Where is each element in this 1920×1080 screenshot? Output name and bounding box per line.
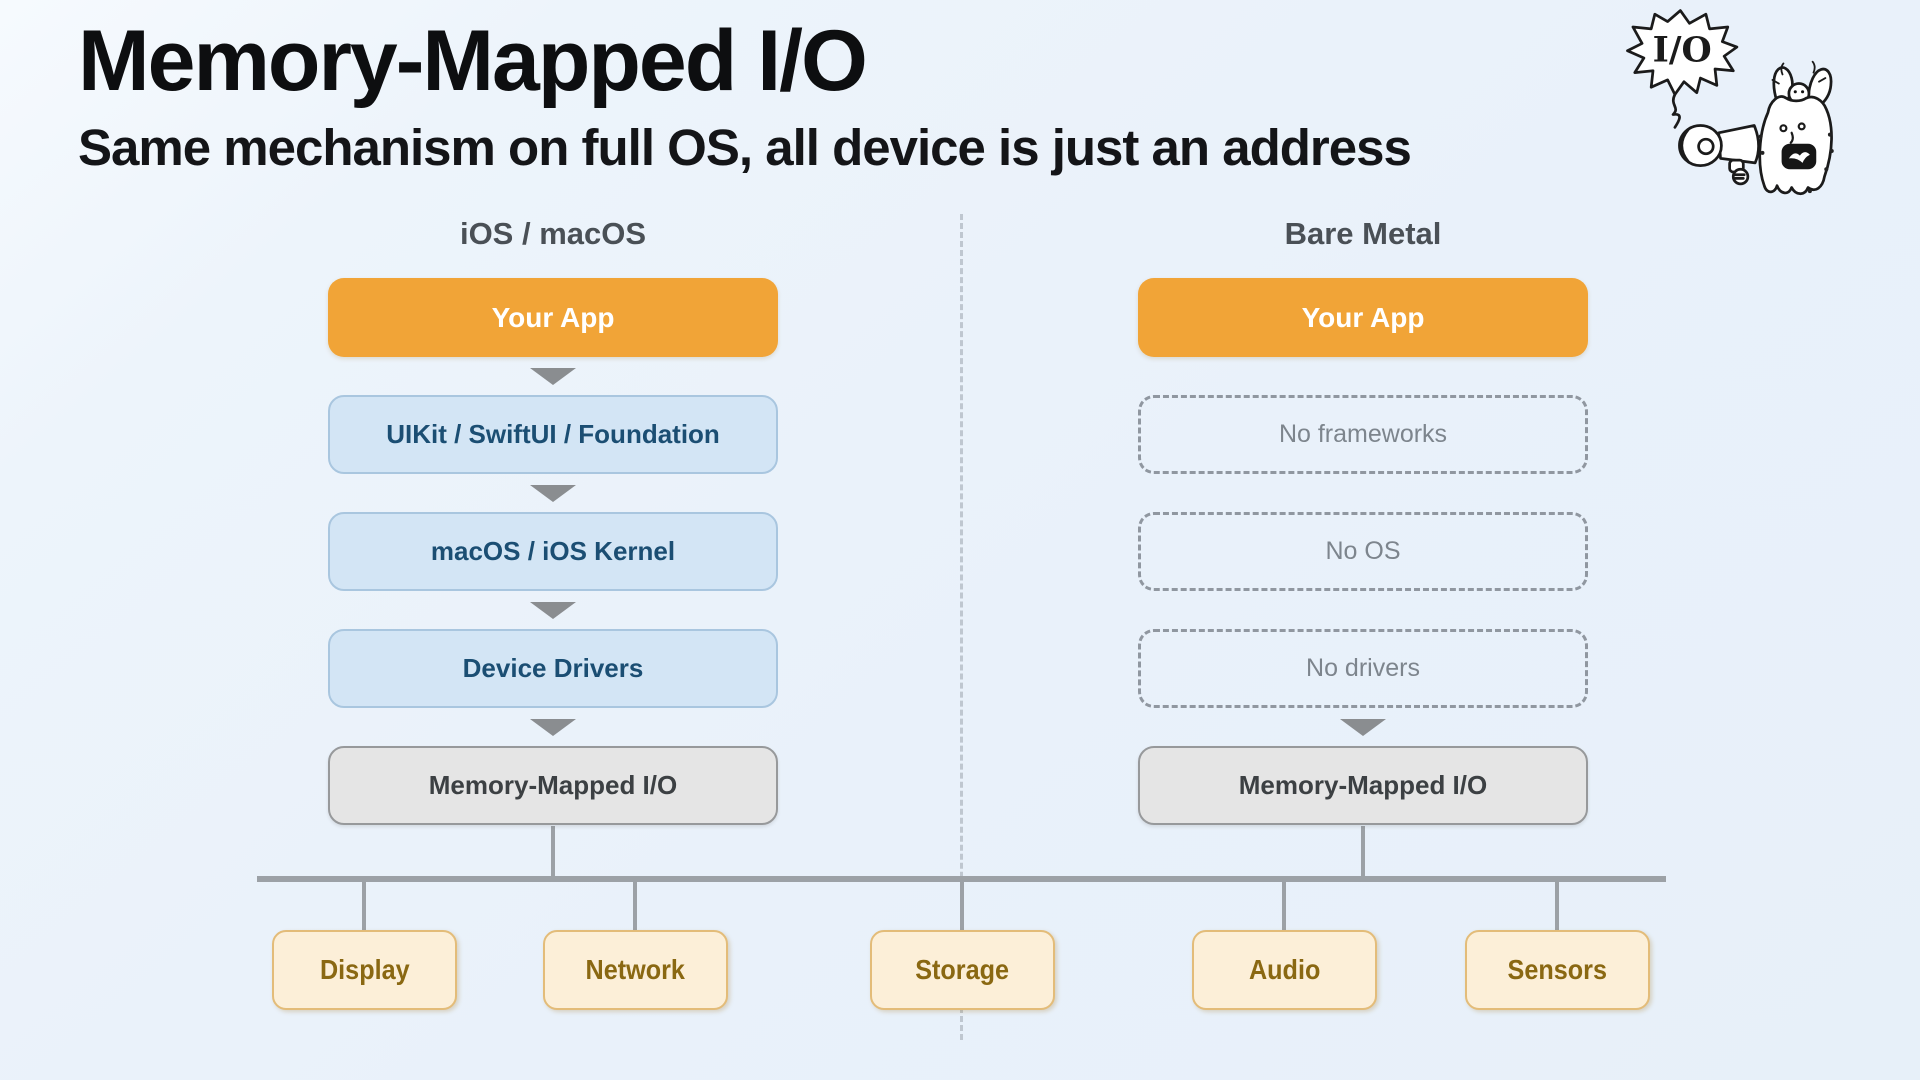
device-box-network: Network bbox=[543, 930, 728, 1010]
box-mmio-right: Memory-Mapped I/O bbox=[1138, 746, 1588, 825]
box-mmio-left: Memory-Mapped I/O bbox=[328, 746, 778, 825]
box-no-os: No OS bbox=[1138, 512, 1588, 591]
page-title: Memory-Mapped I/O bbox=[78, 13, 868, 109]
connector-stem-sensors bbox=[1555, 882, 1559, 932]
box-your-app-right: Your App bbox=[1138, 278, 1588, 357]
connector-stem-left-mmio bbox=[551, 826, 555, 877]
box-frameworks-left: UIKit / SwiftUI / Foundation bbox=[328, 395, 778, 474]
device-box-sensors: Sensors bbox=[1465, 930, 1650, 1010]
connector-stem-display bbox=[362, 882, 366, 932]
connector-stem-network bbox=[633, 882, 637, 932]
down-arrow-icon bbox=[530, 484, 576, 502]
connector-stem-storage bbox=[960, 882, 964, 932]
bus-line bbox=[257, 876, 1666, 882]
box-your-app-left: Your App bbox=[328, 278, 778, 357]
connector-stem-right-mmio bbox=[1361, 826, 1365, 877]
creature bbox=[1758, 60, 1834, 196]
megaphone-icon bbox=[1678, 124, 1760, 186]
column-header-ios-macos: iOS / macOS bbox=[459, 216, 647, 251]
column-divider-line bbox=[960, 214, 963, 1040]
device-box-display: Display bbox=[272, 930, 457, 1010]
bubble-tail bbox=[1671, 93, 1681, 129]
box-no-drivers: No drivers bbox=[1138, 629, 1588, 708]
page-subtitle: Same mechanism on full OS, all device is… bbox=[78, 119, 1412, 176]
speech-bubble bbox=[1626, 9, 1739, 96]
box-drivers-left: Device Drivers bbox=[328, 629, 778, 708]
down-arrow-icon bbox=[530, 367, 576, 385]
column-header-bare-metal: Bare Metal bbox=[1284, 216, 1442, 251]
box-kernel-left: macOS / iOS Kernel bbox=[328, 512, 778, 591]
io-bubble-text: I/O bbox=[1653, 30, 1712, 71]
down-arrow-icon bbox=[530, 601, 576, 619]
stack-bare-metal: Your App No frameworks No OS No drivers … bbox=[1138, 278, 1588, 825]
down-arrow-icon bbox=[530, 718, 576, 736]
device-box-storage: Storage bbox=[870, 930, 1055, 1010]
stack-ios-macos: Your App UIKit / SwiftUI / Foundation ma… bbox=[328, 278, 778, 825]
mascot-doodle: I/O bbox=[1626, 9, 1834, 196]
device-box-audio: Audio bbox=[1192, 930, 1377, 1010]
down-arrow-icon bbox=[1340, 718, 1386, 736]
connector-stem-audio bbox=[1282, 882, 1286, 932]
box-no-frameworks: No frameworks bbox=[1138, 395, 1588, 474]
